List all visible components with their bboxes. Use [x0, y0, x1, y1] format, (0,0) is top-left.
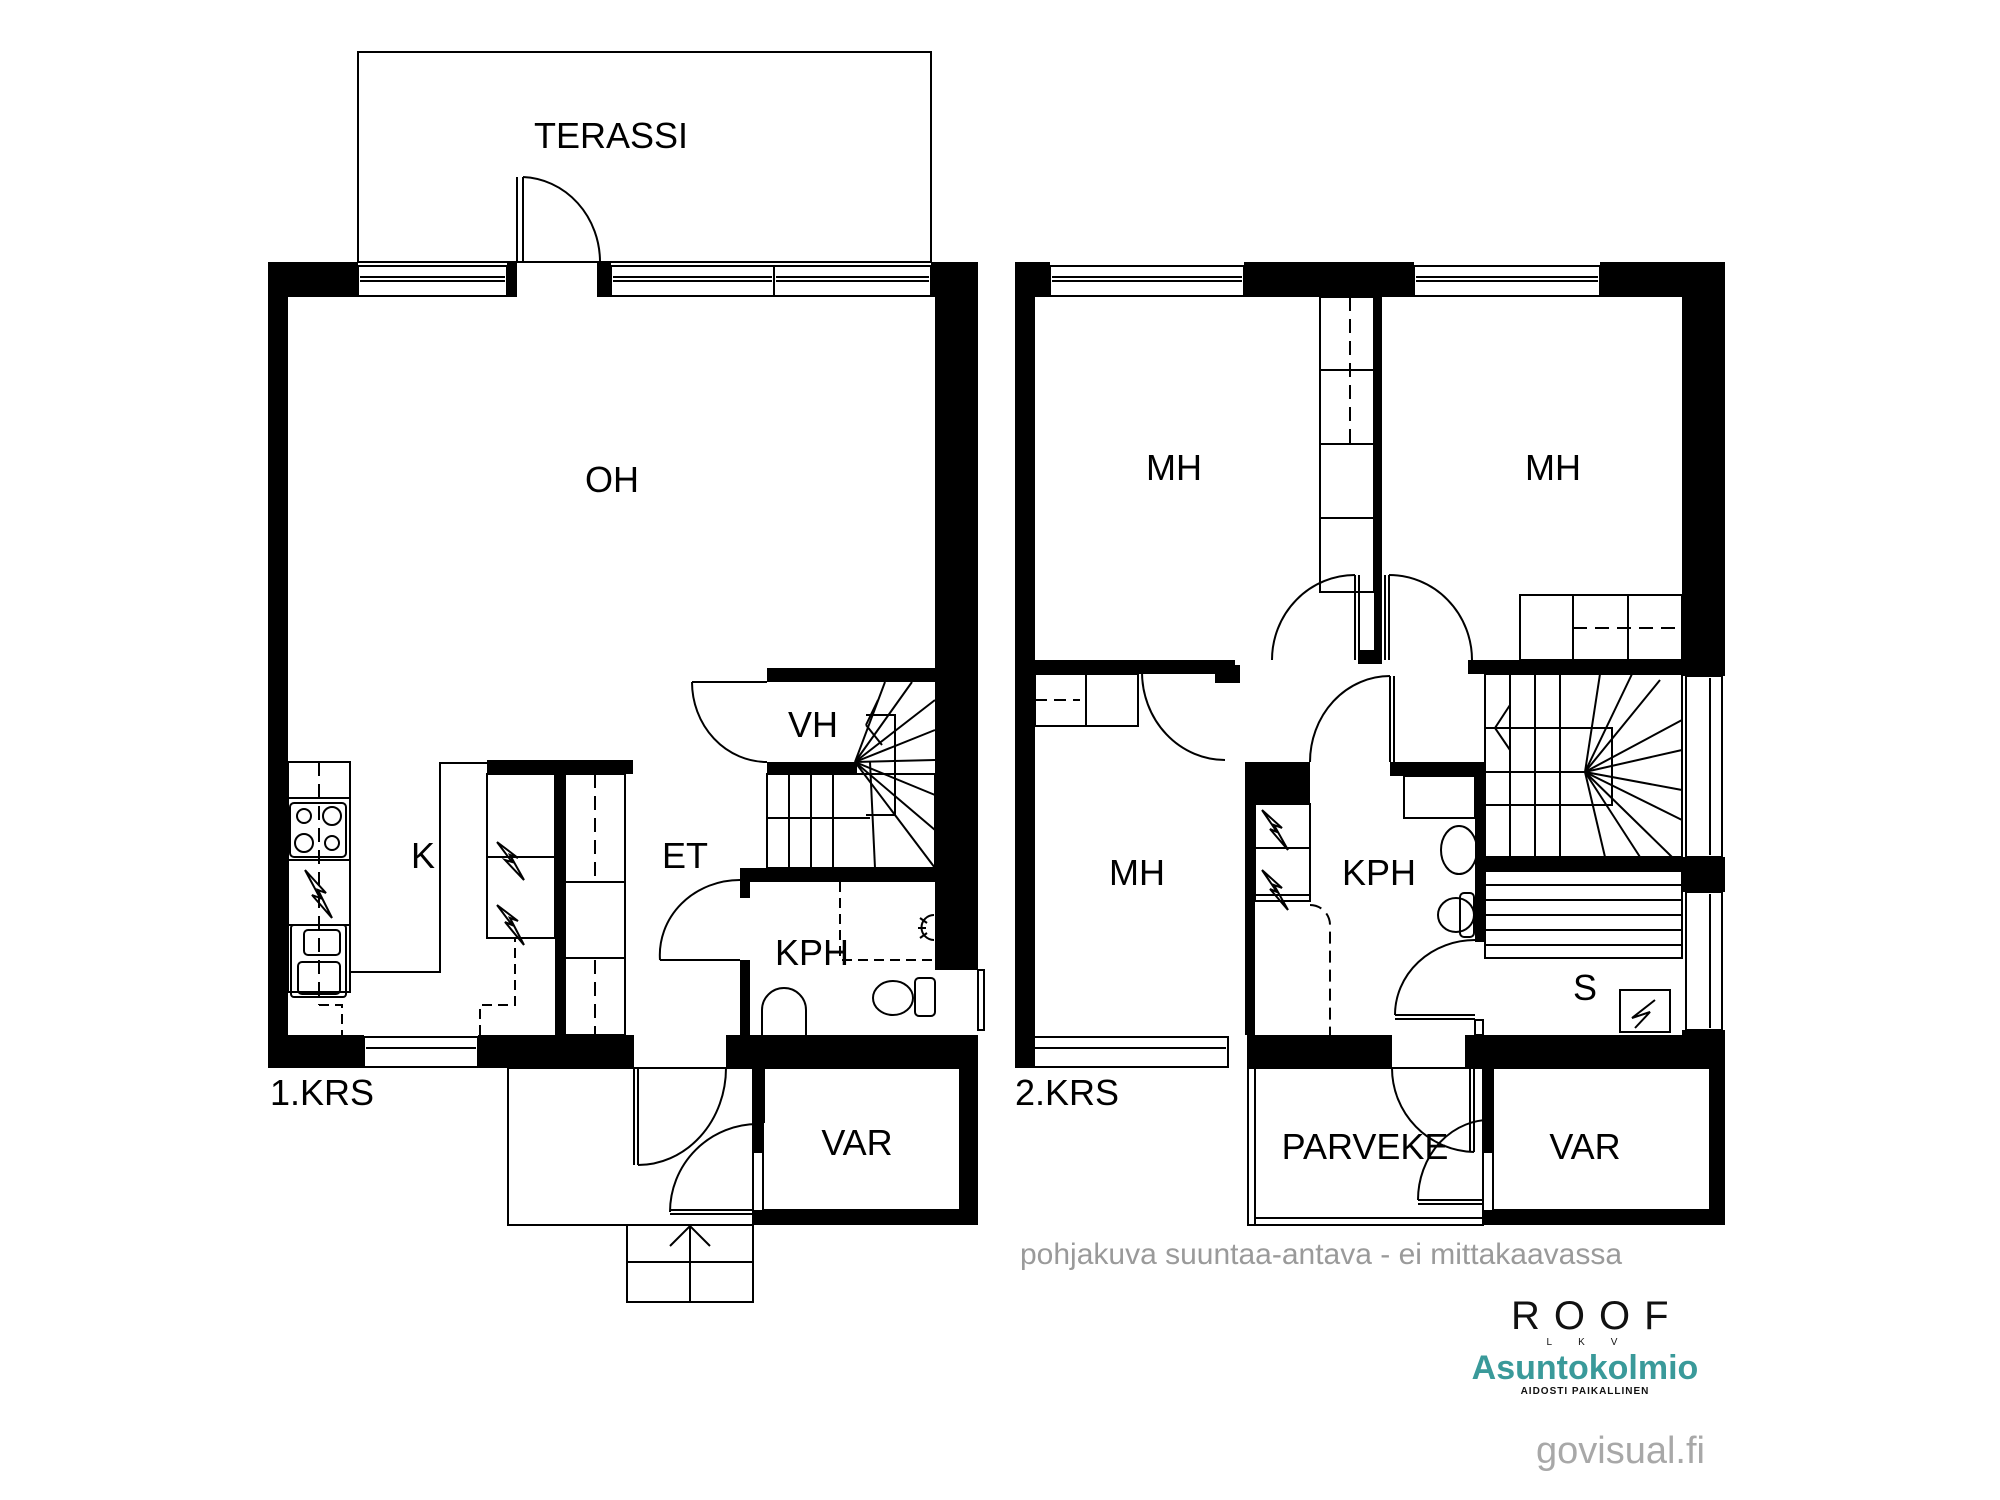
- kph1-door-swing: [658, 878, 741, 961]
- room-label-kph-1: KPH: [774, 932, 850, 973]
- entry-porch: [507, 1067, 754, 1226]
- floor-label-1: 1.KRS: [270, 1072, 375, 1113]
- room-label-et: ET: [661, 835, 709, 876]
- terrace-door-swing: [522, 176, 601, 263]
- room-label-var-1: VAR: [821, 1122, 893, 1163]
- room-label-oh: OH: [585, 459, 639, 500]
- room-label-terassi: TERASSI: [533, 115, 689, 156]
- toilet-2-icon: [1437, 897, 1475, 933]
- var1-door-swing: [669, 1123, 759, 1213]
- room-label-k: K: [410, 835, 436, 876]
- terrace-outline: [357, 51, 932, 263]
- roof-logo-sub: LKV: [1546, 1337, 1644, 1348]
- sauna-stove-icon: [1619, 989, 1671, 1033]
- floor-2-walls: [1015, 262, 1725, 1225]
- vh-door-swing: [691, 681, 768, 763]
- credit-govisual: govisual.fi: [1536, 1430, 1705, 1472]
- floor-1-stairs: [766, 773, 936, 869]
- roof-lkv-logo: ROOF LKV: [1497, 1294, 1683, 1350]
- washbasin-icon: [761, 987, 807, 1035]
- floor-label-2: 2.KRS: [1015, 1072, 1120, 1113]
- asuntokolmio-logo-sub: AIDOSTI PAIKALLINEN: [1520, 1386, 1650, 1397]
- stove-icon: [289, 802, 347, 858]
- room-label-s: S: [1572, 967, 1598, 1008]
- room-label-mh-top-left: MH: [1146, 447, 1202, 488]
- washbasin-2-icon: [1440, 825, 1478, 875]
- room-label-vh: VH: [787, 704, 839, 745]
- front-door-swing: [637, 1067, 727, 1166]
- room-label-kph-2: KPH: [1341, 852, 1417, 893]
- room-label-parveke: PARVEKE: [1281, 1126, 1449, 1167]
- floor-1-walls: [268, 262, 978, 1225]
- parveke-outline: [1247, 1067, 1484, 1226]
- floor-2-stairs: [1484, 673, 1683, 858]
- scale-disclaimer: pohjakuva suuntaa-antava - ei mittakaava…: [1020, 1238, 1623, 1271]
- electric-symbols: [304, 809, 1289, 946]
- sink-icon: [290, 924, 347, 998]
- room-label-var-2: VAR: [1549, 1126, 1621, 1167]
- var-2-room: [1492, 1067, 1711, 1211]
- asuntokolmio-logo-main: Asuntokolmio: [1471, 1349, 1699, 1387]
- roof-logo-main: ROOF: [1511, 1294, 1683, 1338]
- asuntokolmio-logo: Asuntokolmio AIDOSTI PAIKALLINEN: [1460, 1350, 1710, 1398]
- room-label-mh-left: MH: [1109, 852, 1165, 893]
- room-label-mh-top-right: MH: [1525, 447, 1581, 488]
- var-1-room: [762, 1067, 961, 1211]
- toilet-icon: [872, 980, 914, 1016]
